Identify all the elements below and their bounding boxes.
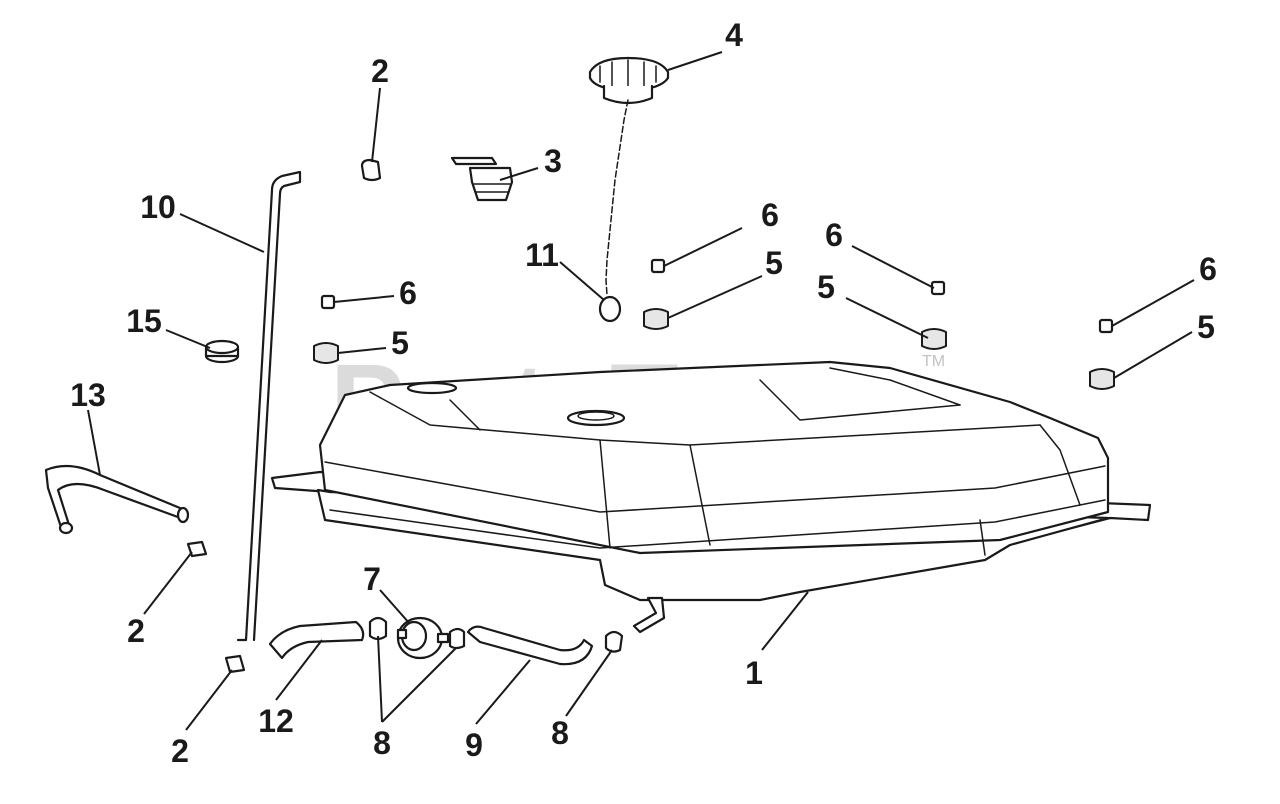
callout-11: 11 bbox=[525, 237, 559, 273]
fuel-filter-part-7[interactable] bbox=[396, 616, 450, 660]
grommet-part-5-d[interactable] bbox=[1089, 368, 1115, 390]
callout-6: 6 bbox=[761, 197, 779, 233]
callout-12: 12 bbox=[258, 703, 294, 739]
hose-part-9[interactable] bbox=[466, 625, 594, 666]
callout-8: 8 bbox=[373, 725, 391, 761]
hose-part-13[interactable] bbox=[44, 464, 190, 535]
callout-7: 7 bbox=[363, 561, 381, 597]
callout-5: 5 bbox=[765, 245, 783, 281]
callout-5: 5 bbox=[391, 325, 409, 361]
callout-5: 5 bbox=[817, 269, 835, 305]
bumper-part-6-a[interactable] bbox=[320, 294, 336, 310]
clamp-part-8-right[interactable] bbox=[604, 630, 624, 653]
callout-5: 5 bbox=[1197, 309, 1215, 345]
clip-part-2-low[interactable] bbox=[224, 654, 246, 674]
watermark-trademark: TM bbox=[922, 353, 945, 370]
grommet-part-5-b[interactable] bbox=[643, 308, 669, 330]
clamp-part-8-left[interactable] bbox=[368, 616, 388, 641]
callout-6: 6 bbox=[399, 275, 417, 311]
callout-2: 2 bbox=[171, 733, 189, 769]
callout-4: 4 bbox=[725, 17, 743, 53]
callout-1: 1 bbox=[745, 655, 763, 691]
clip-part-2-top[interactable] bbox=[360, 158, 382, 182]
callout-2: 2 bbox=[127, 613, 145, 649]
callout-13: 13 bbox=[70, 377, 106, 413]
callout-2: 2 bbox=[371, 53, 389, 89]
o-ring-part-11[interactable] bbox=[598, 295, 622, 323]
callout-numbers: 4 2 3 10 6 6 11 5 6 6 15 5 5 5 13 7 2 1 … bbox=[70, 17, 1217, 769]
callout-9: 9 bbox=[465, 727, 483, 763]
bumper-part-6-b[interactable] bbox=[650, 258, 666, 274]
hose-part-12[interactable] bbox=[268, 620, 365, 660]
callout-8: 8 bbox=[551, 715, 569, 751]
callout-6: 6 bbox=[1199, 251, 1217, 287]
fuel-tank-part-1[interactable] bbox=[270, 360, 1152, 634]
grommet-part-5-a[interactable] bbox=[313, 342, 339, 364]
bumper-part-6-d[interactable] bbox=[1098, 318, 1114, 334]
callout-6: 6 bbox=[825, 217, 843, 253]
vent-valve-part-3[interactable] bbox=[450, 156, 514, 202]
clamp-part-8-mid[interactable] bbox=[448, 627, 466, 650]
grommet-part-15[interactable] bbox=[204, 339, 240, 364]
callout-10: 10 bbox=[140, 189, 176, 225]
gas-cap-part-4[interactable] bbox=[588, 56, 670, 105]
grommet-part-5-c[interactable] bbox=[921, 328, 947, 350]
callout-3: 3 bbox=[544, 143, 562, 179]
cap-tether-chain bbox=[605, 99, 629, 296]
leader-lines bbox=[87, 51, 1195, 731]
callout-15: 15 bbox=[126, 303, 162, 339]
tube-part-10[interactable] bbox=[236, 170, 302, 642]
